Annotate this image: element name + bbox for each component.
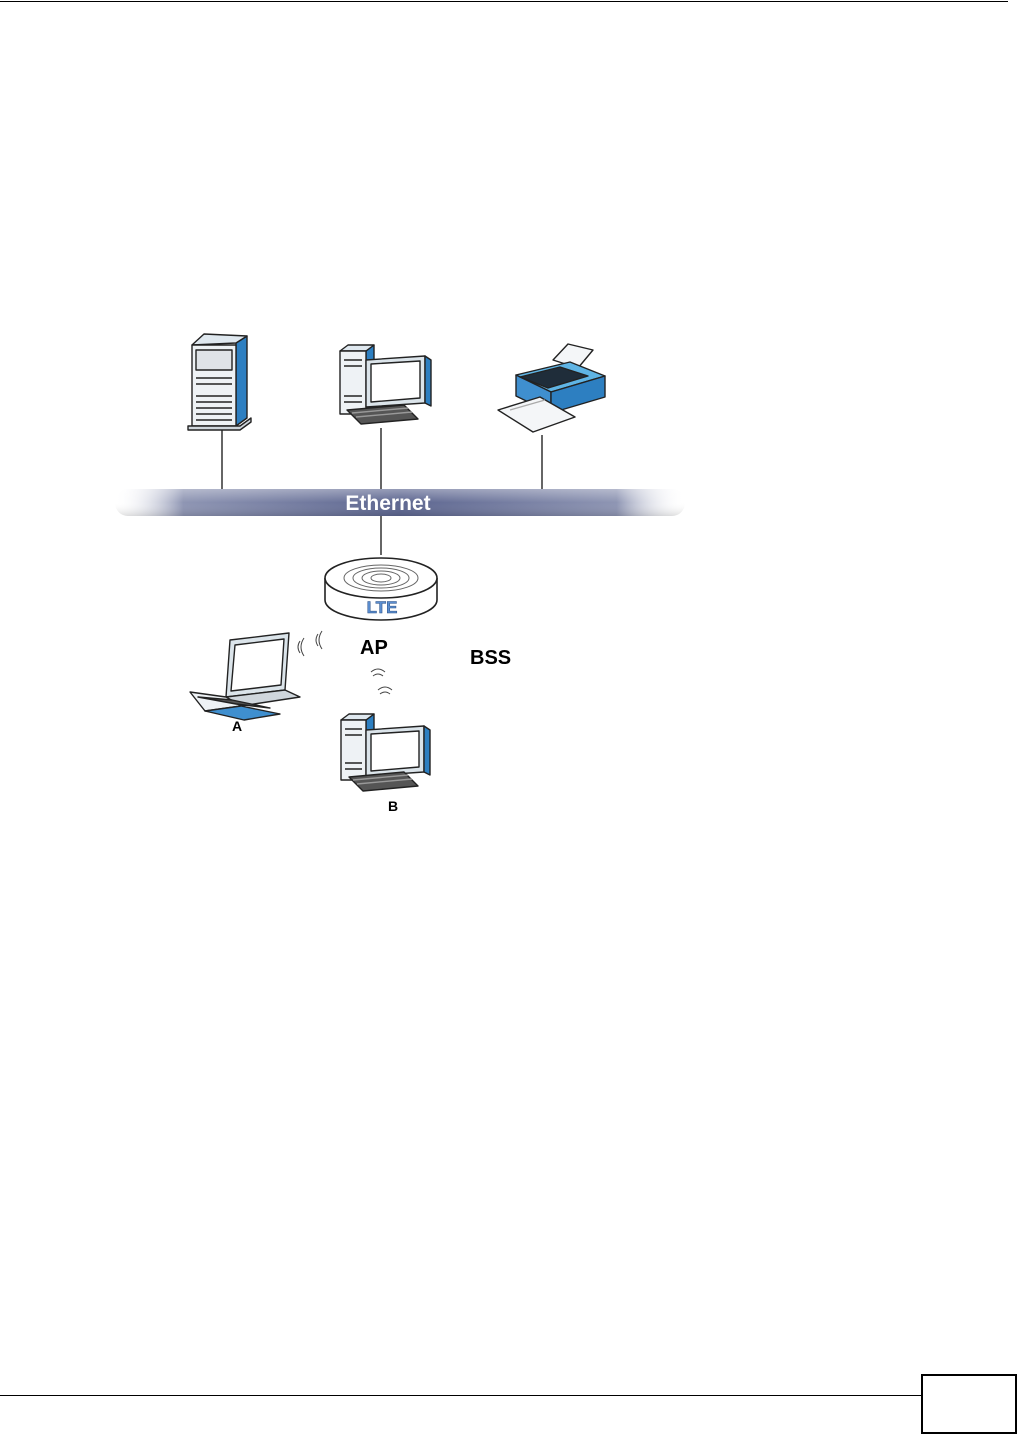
server-icon [188,334,251,430]
ethernet-label: Ethernet [345,492,430,515]
printer-icon [498,344,605,432]
bss-label: BSS [470,647,511,669]
lte-label: LTE [367,598,398,617]
client-a-label: A [232,718,242,734]
ap-label: AP [360,637,388,659]
network-diagram: Ethernet [0,0,1020,900]
page-number-box [921,1374,1017,1434]
desktop-computer-icon [340,345,431,424]
footer-rule [0,1395,922,1396]
laptop-icon [190,633,300,720]
client-b-label: B [388,798,398,814]
desktop-computer-b-icon [341,714,430,791]
